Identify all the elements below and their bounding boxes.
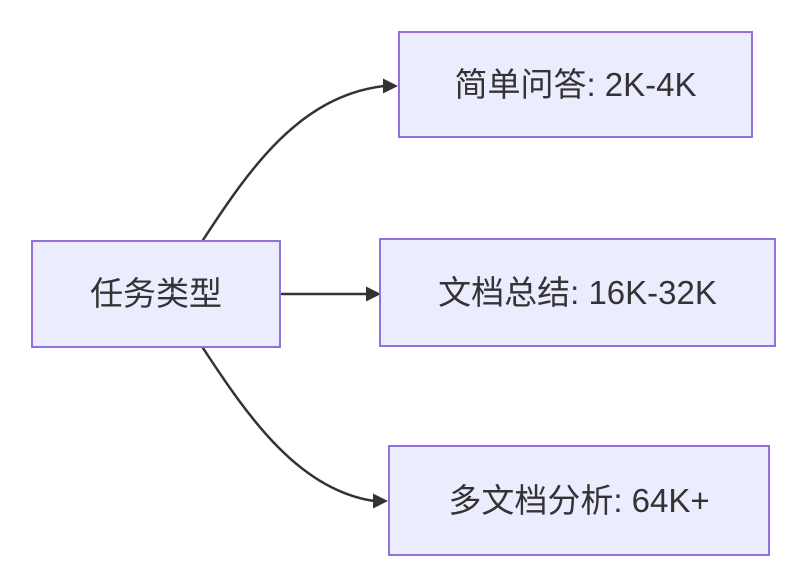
node-multi-doc-label: 多文档分析: 64K+ (448, 481, 710, 519)
arrowhead-doc-summary (366, 286, 381, 302)
node-simple-qa-label: 简单问答: 2K-4K (454, 65, 697, 103)
arrowhead-simple-qa (383, 78, 398, 94)
node-task-type: 任务类型 (31, 240, 281, 348)
node-task-type-label: 任务类型 (90, 275, 222, 313)
edge-task-type-to-multi-doc (201, 346, 376, 503)
node-multi-doc: 多文档分析: 64K+ (388, 445, 770, 556)
arrowhead-multi-doc (373, 493, 388, 509)
node-simple-qa: 简单问答: 2K-4K (398, 31, 753, 138)
node-doc-summary: 文档总结: 16K-32K (379, 238, 776, 347)
edge-task-type-to-simple-qa (201, 84, 386, 242)
node-doc-summary-label: 文档总结: 16K-32K (438, 273, 717, 311)
